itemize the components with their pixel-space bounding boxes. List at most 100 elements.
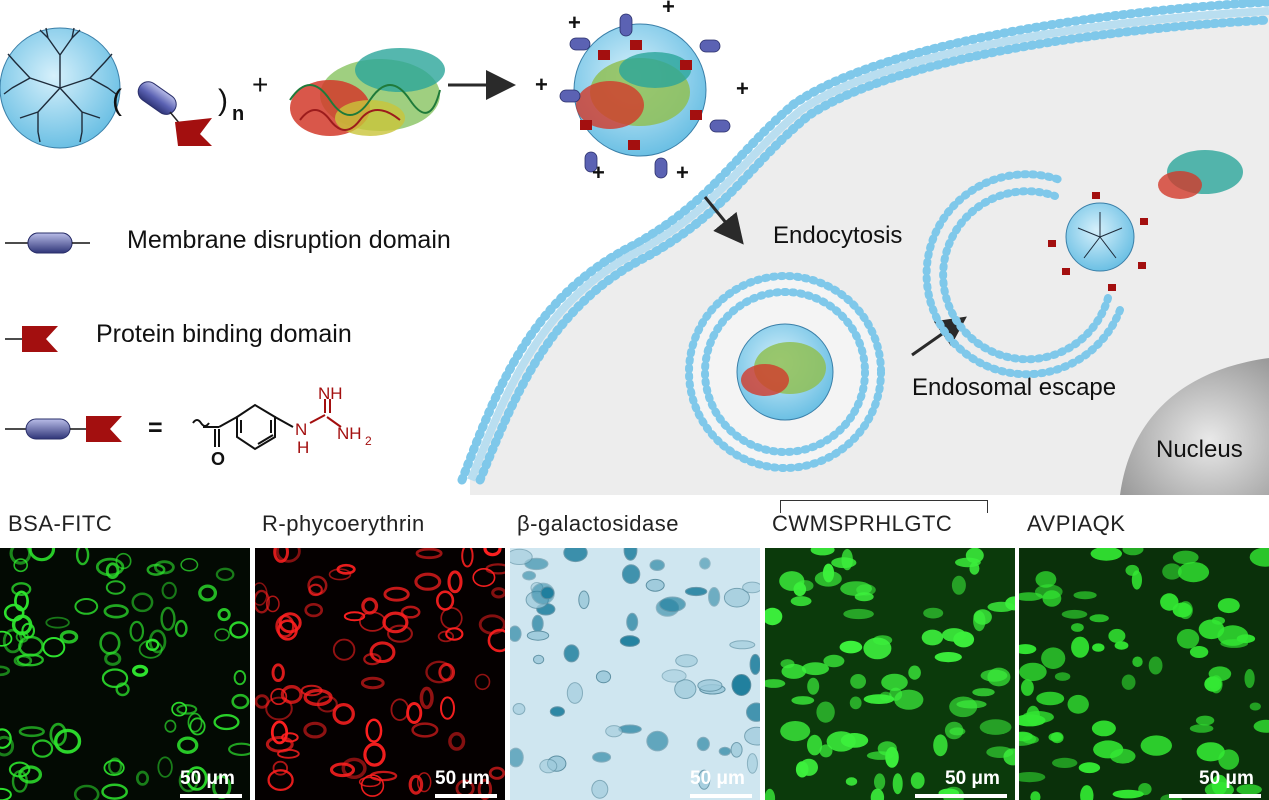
cell xyxy=(177,736,199,754)
cell xyxy=(874,773,886,790)
cell xyxy=(53,728,82,754)
panel-title-bsa-fitc: BSA-FITC xyxy=(8,511,113,536)
cells-layer xyxy=(510,548,760,799)
cell xyxy=(1067,694,1089,714)
cell xyxy=(1019,731,1033,742)
cell xyxy=(281,732,299,743)
panel-title-cwmsprhlgtc: CWMSPRHLGTC xyxy=(772,511,953,536)
cell xyxy=(549,706,566,717)
micrograph-beta-galactosidase: 50 μm xyxy=(510,548,760,800)
cell xyxy=(807,677,820,695)
cell xyxy=(1090,548,1122,561)
cell xyxy=(73,784,100,800)
nh-top-label: NH xyxy=(318,385,343,403)
cell xyxy=(563,644,580,663)
scale-label: 50 μm xyxy=(690,768,745,789)
cell xyxy=(765,788,776,800)
cell xyxy=(843,608,874,620)
cell xyxy=(1035,584,1063,600)
cell xyxy=(1217,598,1240,614)
cell xyxy=(1061,609,1088,619)
cell xyxy=(18,765,43,784)
cell xyxy=(332,638,356,661)
cell xyxy=(1054,672,1071,681)
cell xyxy=(408,774,424,795)
cell xyxy=(214,628,230,642)
cell xyxy=(1019,662,1047,682)
cell xyxy=(485,563,505,575)
cell xyxy=(510,548,533,565)
cell xyxy=(533,654,545,665)
cell xyxy=(1003,748,1015,766)
nucleus-label: Nucleus xyxy=(1156,436,1243,463)
panel-title-r-phycoerythrin: R-phycoerythrin xyxy=(262,511,425,536)
cell xyxy=(973,610,986,632)
cell xyxy=(13,654,33,667)
cell xyxy=(1108,628,1126,643)
cell xyxy=(595,670,612,684)
cell xyxy=(749,653,760,675)
n-subscript: n xyxy=(232,103,244,125)
scale-label: 50 μm xyxy=(1199,768,1254,789)
cell xyxy=(74,598,99,615)
cell xyxy=(539,758,558,774)
equals-sign: = xyxy=(148,414,163,442)
cell xyxy=(819,744,833,758)
cell xyxy=(697,679,723,692)
cell xyxy=(723,587,750,608)
linker-legend-icon xyxy=(0,412,135,446)
cell xyxy=(718,746,732,756)
cell xyxy=(908,665,921,680)
cell xyxy=(1195,715,1215,726)
cell xyxy=(619,635,641,647)
cell xyxy=(447,570,463,594)
cell xyxy=(186,766,208,791)
cell xyxy=(1249,702,1261,711)
dendrimer-icon xyxy=(0,27,121,149)
cell xyxy=(863,694,895,704)
h-label: H xyxy=(297,438,309,457)
cell xyxy=(358,776,381,788)
cell xyxy=(95,557,125,577)
cell xyxy=(979,719,1012,735)
micrograph-avpiaqk: 50 μm xyxy=(1019,548,1269,800)
charge-sign: + xyxy=(535,72,548,97)
cell xyxy=(369,770,398,782)
cell xyxy=(870,788,885,800)
cell xyxy=(1244,669,1255,688)
cell xyxy=(1218,749,1240,770)
cell xyxy=(448,732,466,751)
cell xyxy=(791,696,815,705)
cell xyxy=(103,604,129,619)
cell xyxy=(1160,593,1179,611)
svg-text:): ) xyxy=(218,84,228,117)
cell xyxy=(176,704,198,715)
cell xyxy=(59,630,79,644)
cell xyxy=(807,734,823,756)
cell xyxy=(592,751,612,763)
cell xyxy=(746,753,758,774)
cell xyxy=(135,770,150,786)
cell xyxy=(0,787,12,800)
cell xyxy=(343,611,366,622)
nh2-label: NH xyxy=(337,424,362,443)
cell xyxy=(21,622,36,639)
svg-text:(: ( xyxy=(112,84,122,117)
cell xyxy=(923,607,944,619)
charge-sign: + xyxy=(736,76,749,101)
cell xyxy=(1211,616,1225,625)
cell-membrane-outer xyxy=(457,0,1269,485)
cell xyxy=(265,696,293,721)
cell xyxy=(153,560,175,575)
cell-membrane-inner xyxy=(475,15,1269,485)
cell xyxy=(217,608,231,622)
cell xyxy=(699,557,711,570)
cell xyxy=(233,669,247,686)
cell xyxy=(1236,784,1262,795)
complex-icon xyxy=(559,13,731,179)
cell xyxy=(1114,641,1129,650)
cell xyxy=(425,660,453,684)
endosome-icon xyxy=(685,272,885,472)
cell xyxy=(332,702,355,725)
cell xyxy=(626,612,639,632)
